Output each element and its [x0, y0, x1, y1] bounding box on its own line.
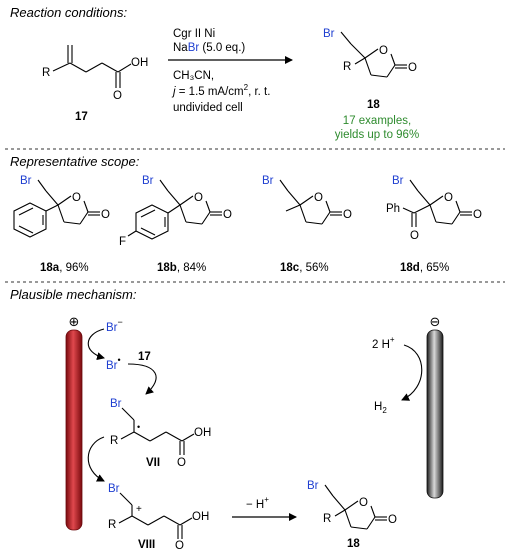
product-18b-structure: Br O O F — [119, 175, 232, 248]
atom-o: O — [388, 514, 397, 526]
atom-r: R — [343, 61, 351, 73]
protons-text: 2 H+ — [372, 335, 395, 351]
atom-br: Br — [110, 398, 122, 410]
compound-18-label: 18 — [367, 99, 380, 111]
catalyst-text: Cgr II Ni — [173, 28, 215, 40]
compound-viii-label: VIII — [138, 539, 155, 550]
solvent-text: CH₃CN, — [173, 70, 214, 82]
cell-type-text: undivided cell — [173, 102, 243, 114]
atom-o: O — [473, 209, 482, 221]
atom-br: Br — [262, 175, 274, 187]
atom-br: Br — [323, 28, 335, 40]
second-oxidation-arrow — [87, 436, 105, 482]
max-yield-text: yields up to 96% — [335, 129, 419, 141]
intermediate-vii-structure: Br • R OH O — [110, 398, 211, 469]
substrate-17-structure: R OH O — [42, 45, 148, 102]
product-18d-structure: Br O O Ph O — [386, 175, 482, 242]
atom-o: O — [410, 230, 419, 242]
radical-addition-arrow — [127, 363, 157, 395]
compound-17-label: 17 — [138, 351, 151, 363]
compound-18c-label: 18c, 56% — [280, 262, 329, 274]
atom-o: O — [194, 192, 203, 204]
hydrogen-gas-text: H2 — [374, 401, 387, 415]
scope-title: Representative scope: — [10, 154, 140, 169]
atom-r: R — [110, 435, 118, 447]
product-18-structure: Br O O R — [323, 28, 417, 78]
atom-f: F — [119, 236, 126, 248]
atom-o: O — [314, 192, 323, 204]
product-18a-structure: Br O O — [13, 175, 110, 238]
compound-17-label: 17 — [75, 111, 88, 123]
atom-ph: Ph — [386, 203, 400, 215]
atom-br: Br — [307, 480, 319, 492]
product-18c-structure: Br O O — [262, 175, 352, 225]
reagent-text: NaBr (5.0 eq.) — [173, 42, 245, 54]
current-density-text: j = 1.5 mA/cm2, r. t. — [171, 83, 270, 98]
compound-18-label: 18 — [347, 538, 360, 550]
atom-o: O — [408, 62, 417, 74]
cathode-sign: ⊖ — [430, 314, 441, 329]
proton-loss-text: − H+ — [246, 495, 269, 511]
atom-o: O — [379, 45, 388, 57]
atom-o: O — [359, 497, 368, 509]
anode-electrode — [65, 329, 83, 531]
compound-18b-label: 18b, 84% — [157, 262, 206, 274]
atom-o: O — [223, 209, 232, 221]
reduction-arrow — [401, 344, 423, 401]
atom-o: O — [343, 209, 352, 221]
atom-br: Br — [20, 175, 32, 187]
atom-oh: OH — [192, 511, 209, 523]
examples-count-text: 17 examples, — [343, 115, 411, 127]
radical-dot: • — [137, 422, 140, 432]
atom-r: R — [108, 519, 116, 531]
oxidation-arrow — [87, 328, 105, 361]
compound-18a-label: 18a, 96% — [40, 262, 89, 274]
cathode-electrode — [426, 329, 444, 499]
atom-oh: OH — [131, 57, 148, 69]
atom-o: O — [101, 209, 110, 221]
atom-o: O — [113, 90, 122, 102]
compound-18d-label: 18d, 65% — [400, 262, 449, 274]
carbocation-charge: + — [136, 504, 142, 515]
atom-r: R — [42, 67, 50, 79]
mechanism-title: Plausible mechanism: — [10, 287, 137, 302]
atom-r: R — [323, 513, 331, 525]
atom-br: Br — [142, 175, 154, 187]
compound-vii-label: VII — [146, 457, 160, 469]
atom-br: Br — [392, 175, 404, 187]
atom-o: O — [175, 540, 184, 550]
bromide-ion: Br− — [106, 317, 123, 334]
anode-sign: ⊕ — [69, 314, 80, 329]
conditions-title: Reaction conditions: — [10, 5, 127, 20]
atom-oh: OH — [194, 427, 211, 439]
bromine-radical: Br• — [106, 355, 121, 372]
product-18-structure: Br O O R — [307, 480, 397, 530]
atom-o: O — [72, 192, 81, 204]
atom-o: O — [177, 457, 186, 469]
atom-o: O — [444, 192, 453, 204]
atom-br: Br — [108, 483, 120, 495]
intermediate-viii-structure: Br + R OH O — [108, 483, 209, 550]
